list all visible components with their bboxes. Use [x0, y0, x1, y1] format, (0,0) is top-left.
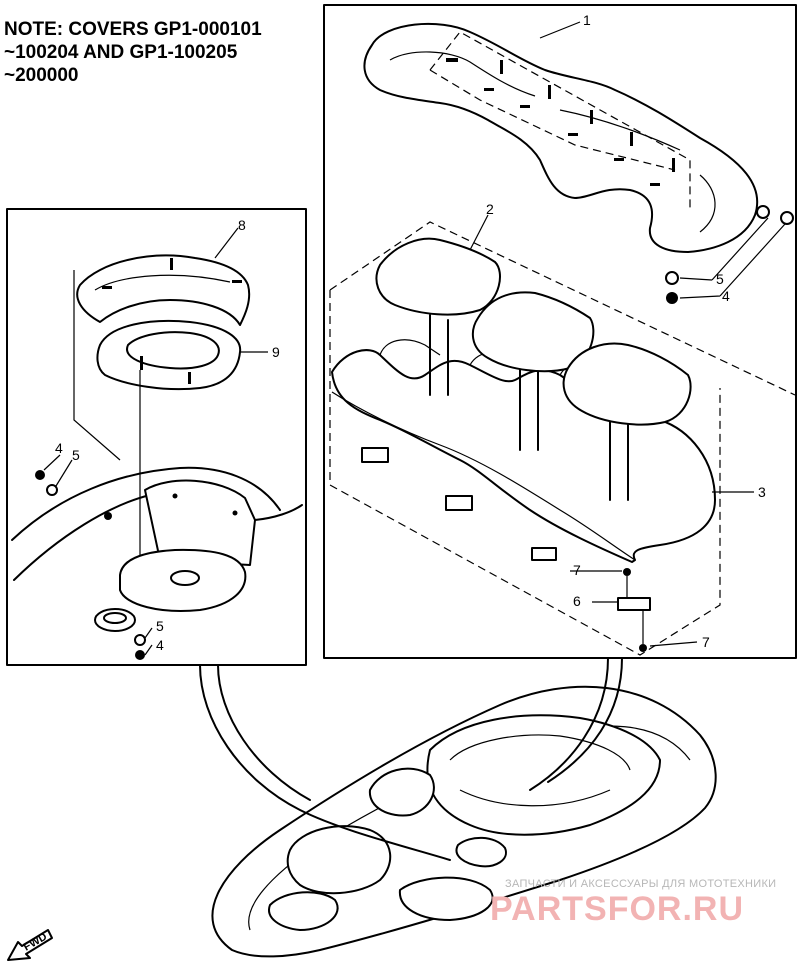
callout-2: 2	[486, 201, 494, 217]
callout-5-left-upper: 5	[72, 447, 80, 463]
callout-4-left-upper: 4	[55, 440, 63, 456]
watermark-logo: PARTSFOR.RU	[490, 890, 744, 928]
callout-9: 9	[272, 344, 280, 360]
callout-5-left-lower: 5	[156, 618, 164, 634]
leader-left-to-hull-2	[217, 664, 311, 801]
leader-left-to-hull	[199, 664, 451, 861]
callout-4-left-lower: 4	[156, 637, 164, 653]
right-detail-panel	[323, 4, 797, 659]
part-1-rear-cushion	[363, 22, 759, 253]
callout-6: 6	[573, 593, 581, 609]
callout-7-lower: 7	[702, 634, 710, 650]
forward-arrow-icon: FWD	[7, 929, 53, 961]
note-line-3: ~200000	[4, 65, 79, 86]
callout-3: 3	[758, 484, 766, 500]
fwd-label: FWD	[22, 931, 50, 954]
callout-8: 8	[238, 217, 246, 233]
leader-right-to-hull-2	[547, 657, 623, 783]
callout-1: 1	[583, 12, 591, 28]
watermark-tagline: ЗАПЧАСТИ И АКСЕССУАРЫ ДЛЯ МОТОТЕХНИКИ	[505, 878, 776, 890]
leader-right-to-hull	[529, 657, 609, 791]
coverage-note: NOTE: COVERS GP1-000101 ~100204 AND GP1-…	[4, 18, 334, 87]
boat-hull-overview	[211, 685, 717, 958]
parts-2-3-seat-assembly	[329, 205, 796, 656]
left-detail-panel	[6, 208, 307, 666]
parts-8-9-front-seat	[11, 254, 303, 660]
note-line-1: NOTE: COVERS GP1-000101	[4, 19, 262, 40]
callout-5-right: 5	[716, 271, 724, 287]
callout-leaders	[43, 21, 786, 656]
note-line-2: ~100204 AND GP1-100205	[4, 42, 238, 63]
callout-7-upper: 7	[573, 562, 581, 578]
callout-4-right: 4	[722, 288, 730, 304]
